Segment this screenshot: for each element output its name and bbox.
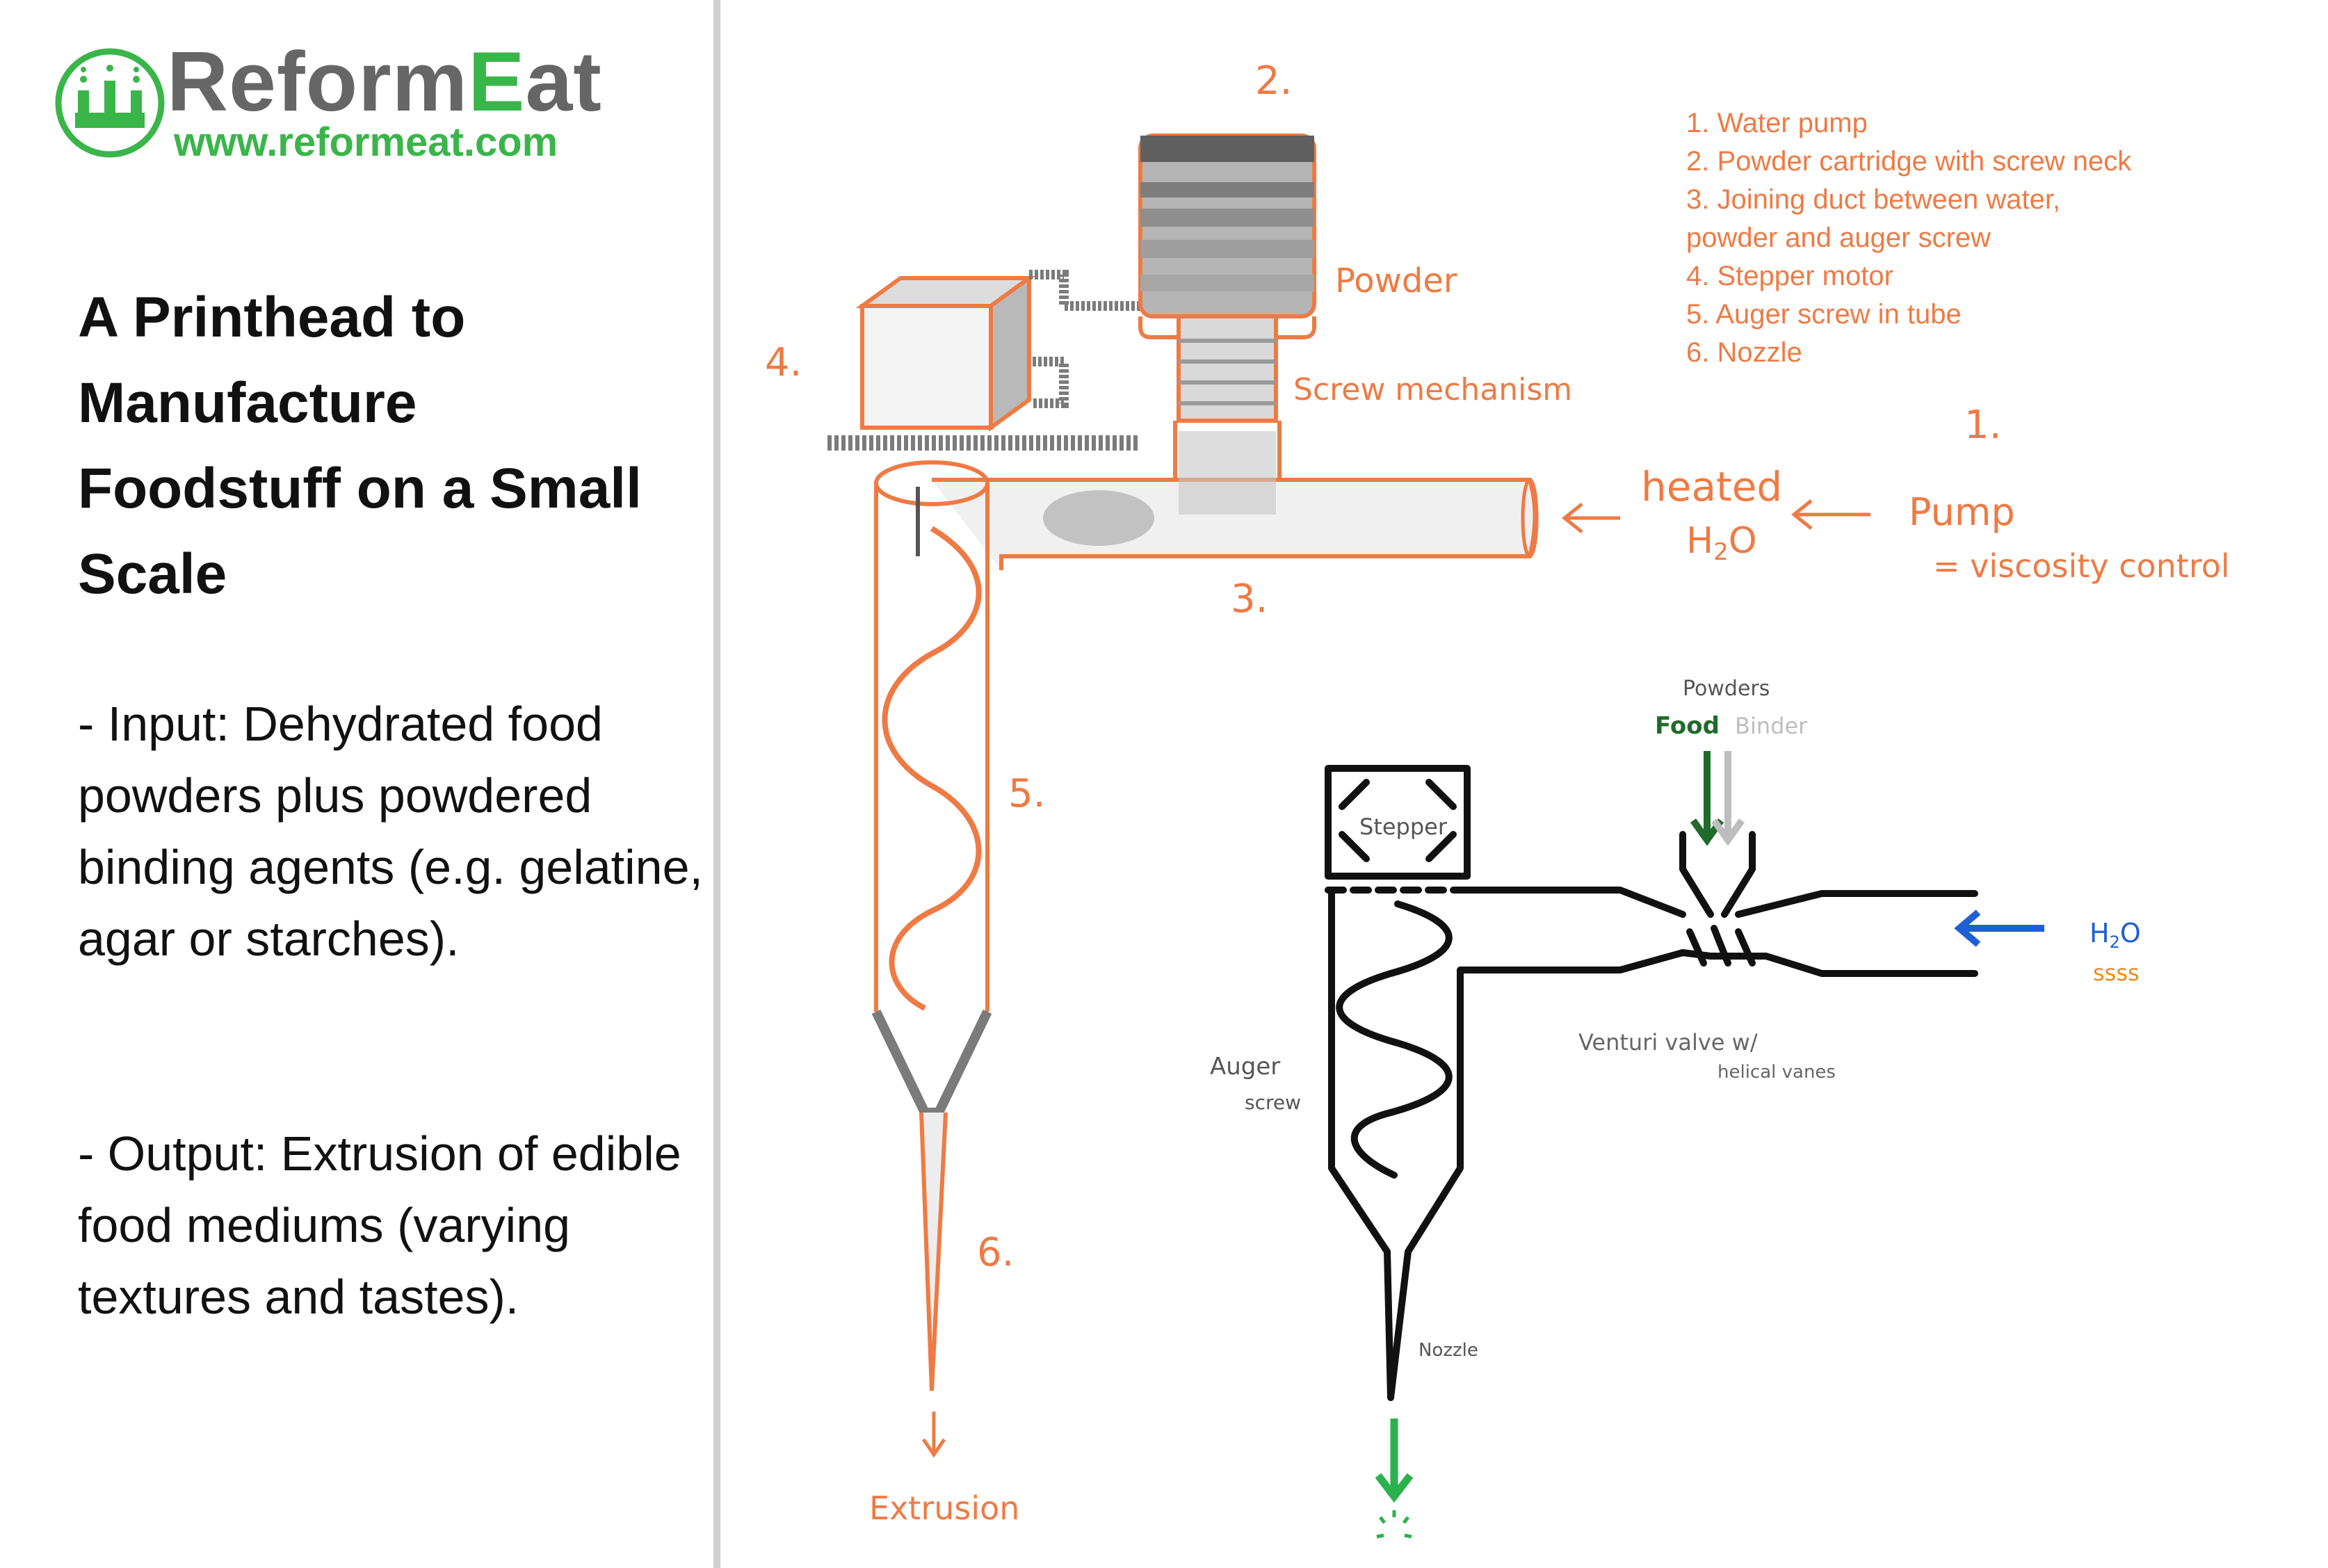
- label-number-5: 5.: [1008, 771, 1045, 816]
- water-arrow-icon: [1954, 910, 2044, 947]
- label-number-4: 4.: [765, 340, 802, 385]
- brand-url: www.reformeat.com: [174, 120, 558, 165]
- sidebar: ReformEat www.reformeat.com A Printhead …: [0, 0, 716, 1568]
- heated-water-arrow-icon: [1561, 503, 1620, 533]
- label-viscosity-control: = viscosity control: [1933, 547, 2230, 585]
- auger-tube: [871, 460, 992, 1117]
- nozzle: [919, 1112, 948, 1391]
- binder-arrow-icon: [1711, 751, 1745, 846]
- auger-body-outline: [1328, 887, 1978, 1401]
- powder-cartridge: [1138, 134, 1316, 339]
- brand-name: ReformEat: [167, 39, 602, 124]
- reformeat-logo-icon: [55, 48, 165, 158]
- input-description: - Input: Dehydrated food powders plus po…: [78, 697, 703, 966]
- screw-neck: [1173, 314, 1282, 480]
- stepper-box: [1325, 765, 1471, 880]
- label-pump: Pump: [1909, 490, 2015, 534]
- label-auger: Auger: [1210, 1053, 1280, 1081]
- label-binder: Binder: [1735, 713, 1808, 739]
- helical-vanes: [1686, 925, 1756, 967]
- label-screw-mechanism: Screw mechanism: [1293, 372, 1572, 407]
- label-powders: Powders: [1683, 677, 1770, 701]
- label-extrusion: Extrusion: [869, 1489, 1019, 1527]
- label-number-3: 3.: [1231, 576, 1268, 622]
- label-heat-waves: ssss: [2093, 960, 2140, 986]
- label-powder: Powder: [1335, 261, 1457, 300]
- brand-name-part1: Reform: [167, 34, 469, 129]
- label-heated: heated: [1641, 463, 1782, 510]
- output-splash-icon: [1376, 1510, 1412, 1539]
- pump-arrow-icon: [1791, 499, 1870, 530]
- vertical-divider: [713, 0, 720, 1568]
- drive-linkage: [1029, 270, 1140, 408]
- joining-duct: [932, 431, 1539, 570]
- h2o-h: H: [1686, 520, 1713, 562]
- legend-item: 4. Stepper motor: [1686, 261, 1893, 291]
- stepper-corner-marks: [1339, 779, 1457, 862]
- duct-upper-outline: [1457, 887, 1978, 918]
- legend-item: 3. Joining duct between water,: [1686, 184, 2061, 215]
- legend-item: 5. Auger screw in tube: [1686, 299, 1962, 330]
- brand-name-part3: at: [525, 34, 602, 129]
- parts-legend: 1. Water pump 2. Powder cartridge with s…: [1686, 104, 2131, 372]
- label-bottom-h2o: H2O: [2089, 918, 2141, 952]
- legend-item: powder and auger screw: [1686, 223, 1991, 253]
- label-food: Food: [1655, 712, 1720, 740]
- h2o-o: O: [2120, 918, 2141, 948]
- h2o-sub: 2: [2110, 932, 2120, 952]
- legend-item: 2. Powder cartridge with screw neck: [1686, 146, 2132, 177]
- legend-item: 1. Water pump: [1686, 108, 1868, 138]
- label-number-2: 2.: [1255, 58, 1292, 104]
- auger-screw: [1336, 900, 1453, 1179]
- label-screw: screw: [1245, 1091, 1301, 1114]
- output-description: - Output: Extrusion of edible food mediu…: [78, 1126, 681, 1324]
- sketch-bottom: [1325, 765, 1978, 1401]
- label-venturi: Venturi valve w/: [1578, 1029, 1758, 1056]
- label-number-1: 1.: [1964, 403, 2001, 448]
- stepper-motor-box: [855, 274, 1036, 432]
- powder-funnel: [1679, 831, 1756, 918]
- label-heated-h2o: H2O: [1686, 520, 1757, 566]
- legend-item: 6. Nozzle: [1686, 337, 1802, 368]
- h2o-sub: 2: [1713, 538, 1729, 566]
- label-nozzle: Nozzle: [1418, 1340, 1478, 1361]
- sketch-top: 2. 4. 3. 5. 6. 1. Powder Screw mechanism…: [765, 58, 2230, 1527]
- h2o-o: O: [1729, 520, 1757, 562]
- label-helical-vanes: helical vanes: [1717, 1062, 1836, 1083]
- label-stepper: Stepper: [1359, 814, 1448, 840]
- output-arrow-icon: [1375, 1419, 1414, 1503]
- label-number-6: 6.: [977, 1230, 1014, 1275]
- brand-name-highlight: E: [468, 34, 526, 129]
- page-title: A Printhead to Manufacture Foodstuff on …: [78, 286, 642, 606]
- extrusion-arrow-icon: [921, 1412, 946, 1458]
- h2o-h: H: [2089, 918, 2110, 948]
